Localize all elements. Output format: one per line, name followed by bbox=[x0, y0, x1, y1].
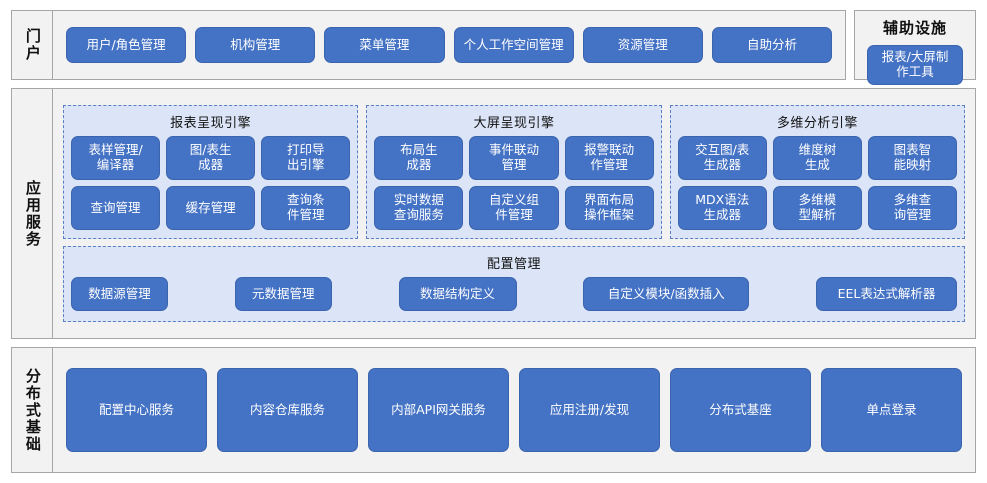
distributed-base-band: 分布式基础 配置中心服务 内容仓库服务 内部API网关服务 应用注册/发现 分布… bbox=[11, 347, 976, 473]
portal-item-user-role[interactable]: 用户/角色管理 bbox=[66, 27, 187, 63]
portal-item-self-analysis[interactable]: 自助分析 bbox=[711, 27, 833, 63]
bigscreen-item-alarm-action[interactable]: 报警联动 作管理 bbox=[564, 136, 654, 180]
bigscreen-item-custom-component[interactable]: 自定义组 件管理 bbox=[469, 186, 559, 230]
portal-item-menu[interactable]: 菜单管理 bbox=[324, 27, 445, 63]
report-item-template-compiler[interactable]: 表样管理/ 编译器 bbox=[71, 136, 161, 180]
base-item-sso[interactable]: 单点登录 bbox=[821, 368, 962, 452]
report-item-print-export[interactable]: 打印导 出引擎 bbox=[261, 136, 351, 180]
engine-panel-bigscreen-title: 大屏呈现引擎 bbox=[473, 116, 555, 131]
engine-panel-olap: 多维分析引擎 交互图/表 生成器 维度树 生成 图表智 能映射 MDX语法 生成… bbox=[669, 105, 965, 239]
aux-facilities-panel: 辅助设施 报表/大屏制 作工具 工作流引擎 定时任务调度 运行日志 权限管理 消… bbox=[854, 10, 976, 275]
config-item-datasource[interactable]: 数据源管理 bbox=[71, 277, 168, 311]
middle-row: 应用服务 报表呈现引擎 表样管理/ 编译器 图/表生 成器 打印导 出引擎 查询… bbox=[11, 88, 976, 339]
base-item-config-center[interactable]: 配置中心服务 bbox=[66, 368, 207, 452]
engine-panels: 报表呈现引擎 表样管理/ 编译器 图/表生 成器 打印导 出引擎 查询管理 缓存… bbox=[63, 105, 965, 239]
portal-items: 用户/角色管理 机构管理 菜单管理 个人工作空间管理 资源管理 自助分析 bbox=[53, 11, 845, 79]
base-item-app-registry[interactable]: 应用注册/发现 bbox=[519, 368, 660, 452]
config-item-eel-parser[interactable]: EEL表达式解析器 bbox=[816, 277, 957, 311]
engine-panel-olap-grid: 交互图/表 生成器 维度树 生成 图表智 能映射 MDX语法 生成器 多维模 型… bbox=[677, 136, 957, 230]
engine-panel-bigscreen-grid: 布局生 成器 事件联动 管理 报警联动 作管理 实时数据 查询服务 自定义组 件… bbox=[374, 136, 654, 230]
config-panel-items: 数据源管理 元数据管理 数据结构定义 自定义模块/函数插入 EEL表达式解析器 bbox=[71, 277, 957, 311]
portal-item-org[interactable]: 机构管理 bbox=[195, 27, 316, 63]
config-panel-title: 配置管理 bbox=[486, 257, 541, 272]
olap-item-dimension-tree[interactable]: 维度树 生成 bbox=[772, 136, 862, 180]
bigscreen-item-ui-layout-framework[interactable]: 界面布局 操作框架 bbox=[564, 186, 654, 230]
base-item-content-repo[interactable]: 内容仓库服务 bbox=[217, 368, 358, 452]
olap-item-interactive-chart[interactable]: 交互图/表 生成器 bbox=[677, 136, 767, 180]
report-item-query-management[interactable]: 查询管理 bbox=[71, 186, 161, 230]
config-item-custom-module-function[interactable]: 自定义模块/函数插入 bbox=[583, 277, 750, 311]
engine-panel-bigscreen: 大屏呈现引擎 布局生 成器 事件联动 管理 报警联动 作管理 实时数据 查询服务… bbox=[366, 105, 662, 239]
portal-item-workspace[interactable]: 个人工作空间管理 bbox=[453, 27, 574, 63]
olap-item-model-parser[interactable]: 多维模 型解析 bbox=[772, 186, 862, 230]
engine-panel-report-title: 报表呈现引擎 bbox=[170, 116, 252, 131]
engine-panel-olap-title: 多维分析引擎 bbox=[776, 116, 858, 131]
portal-band: 门户 用户/角色管理 机构管理 菜单管理 个人工作空间管理 资源管理 自助分析 bbox=[11, 10, 846, 80]
config-item-metadata[interactable]: 元数据管理 bbox=[234, 277, 332, 311]
app-services-band: 应用服务 报表呈现引擎 表样管理/ 编译器 图/表生 成器 打印导 出引擎 查询… bbox=[11, 88, 976, 339]
portal-band-label: 门户 bbox=[12, 11, 53, 79]
engine-panel-report: 报表呈现引擎 表样管理/ 编译器 图/表生 成器 打印导 出引擎 查询管理 缓存… bbox=[63, 105, 359, 239]
olap-item-mdx-generator[interactable]: MDX语法 生成器 bbox=[677, 186, 767, 230]
bigscreen-item-layout-generator[interactable]: 布局生 成器 bbox=[374, 136, 464, 180]
app-services-band-label: 应用服务 bbox=[12, 89, 53, 338]
base-item-api-gateway[interactable]: 内部API网关服务 bbox=[368, 368, 509, 452]
report-item-query-condition[interactable]: 查询条 件管理 bbox=[261, 186, 351, 230]
portal-item-resource[interactable]: 资源管理 bbox=[582, 27, 703, 63]
config-panel: 配置管理 数据源管理 元数据管理 数据结构定义 自定义模块/函数插入 EEL表达… bbox=[63, 246, 965, 322]
config-item-data-structure[interactable]: 数据结构定义 bbox=[398, 277, 517, 311]
olap-item-chart-smart-mapping[interactable]: 图表智 能映射 bbox=[867, 136, 957, 180]
olap-item-query-management[interactable]: 多维查 询管理 bbox=[867, 186, 957, 230]
report-item-chart-generator[interactable]: 图/表生 成器 bbox=[166, 136, 256, 180]
distributed-base-items: 配置中心服务 内容仓库服务 内部API网关服务 应用注册/发现 分布式基座 单点… bbox=[53, 348, 975, 472]
top-row: 门户 用户/角色管理 机构管理 菜单管理 个人工作空间管理 资源管理 自助分析 … bbox=[11, 10, 976, 275]
app-services-body: 报表呈现引擎 表样管理/ 编译器 图/表生 成器 打印导 出引擎 查询管理 缓存… bbox=[53, 89, 975, 338]
bigscreen-item-event-linkage[interactable]: 事件联动 管理 bbox=[469, 136, 559, 180]
base-item-distributed-foundation[interactable]: 分布式基座 bbox=[670, 368, 811, 452]
aux-item-report-screen-tool[interactable]: 报表/大屏制 作工具 bbox=[867, 45, 963, 85]
engine-panel-report-grid: 表样管理/ 编译器 图/表生 成器 打印导 出引擎 查询管理 缓存管理 查询条 … bbox=[71, 136, 351, 230]
distributed-base-band-label: 分布式基础 bbox=[12, 348, 53, 472]
report-item-cache-management[interactable]: 缓存管理 bbox=[166, 186, 256, 230]
bigscreen-item-realtime-query[interactable]: 实时数据 查询服务 bbox=[374, 186, 464, 230]
aux-facilities-title: 辅助设施 bbox=[882, 19, 947, 37]
